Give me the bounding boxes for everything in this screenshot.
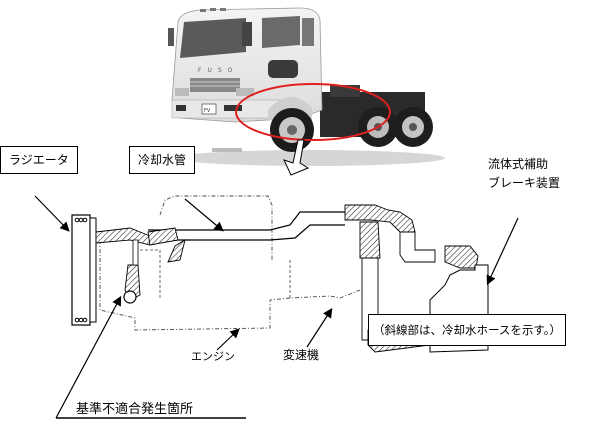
engine-label: エンジン (191, 350, 235, 363)
truck-windshield (180, 18, 246, 58)
defect-point (123, 290, 137, 304)
truck-shadow (175, 150, 445, 166)
model-badge: FV (204, 108, 211, 114)
defect-arrow (55, 295, 122, 419)
engine-arrow (216, 328, 240, 351)
hatched-area-note: （斜線部は、冷却水ホースを示す。） (368, 314, 567, 346)
radiator-label: ラジエータ (0, 146, 78, 174)
coolant-pipe-arrow (184, 198, 224, 232)
retarder-label-line1: 流体式補助 (488, 157, 549, 171)
hose-retarder-inlet (444, 245, 479, 269)
radiator-unit (71, 214, 97, 326)
engine-outline (99, 240, 361, 331)
highlight-ellipse (235, 83, 391, 141)
transmission-arrow (306, 307, 333, 348)
hose-transmission-vertical (359, 221, 381, 259)
coolant-pipe (148, 211, 345, 241)
callout-arrow (283, 139, 310, 176)
hose-bypass (167, 239, 186, 263)
brand-badge: FUSO (198, 67, 238, 74)
hose-pump (147, 227, 179, 246)
retarder-arrow (486, 217, 519, 286)
transmission-label: 変速機 (283, 348, 320, 362)
hose-front-upper (95, 227, 151, 246)
retarder-label-line2: ブレーキ装置 (488, 176, 561, 190)
hose-transmission-upper (344, 204, 416, 233)
radiator-arrow (34, 195, 70, 232)
coolant-pipe-label: 冷却水管 (129, 146, 196, 174)
defect-location-label: 基準不適合発生箇所 (76, 402, 194, 417)
truck-side-window (262, 16, 300, 48)
